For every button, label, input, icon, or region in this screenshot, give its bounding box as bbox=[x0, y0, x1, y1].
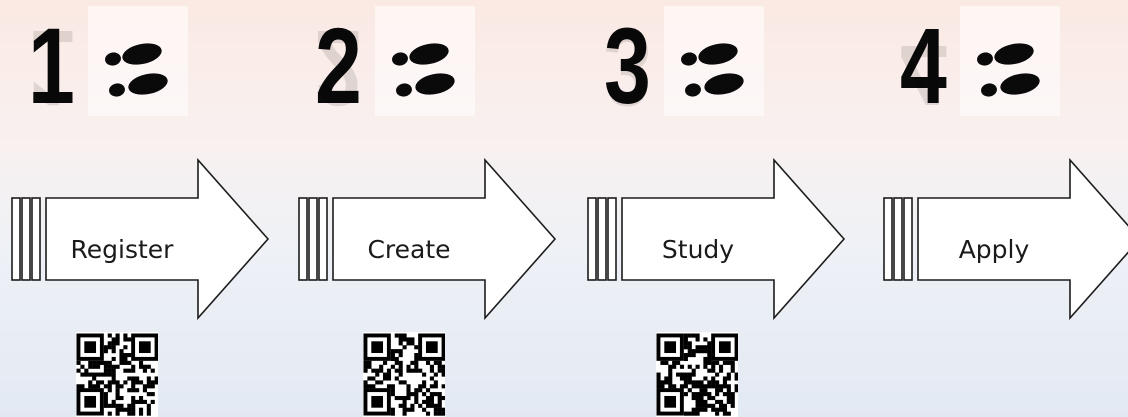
footprints-icon bbox=[392, 43, 455, 97]
qr-code-icon bbox=[76, 332, 158, 417]
arrow-right-icon bbox=[11, 157, 270, 321]
step-number: 4 bbox=[900, 5, 947, 126]
step-label: Register bbox=[70, 235, 174, 264]
step-number-reflection: 3 bbox=[604, 28, 651, 118]
footprints-icon bbox=[681, 43, 744, 97]
step-label: Study bbox=[661, 235, 735, 264]
footprints-icon bbox=[977, 43, 1040, 97]
arrow-right-icon bbox=[883, 157, 1128, 321]
qr-code-icon bbox=[656, 332, 738, 417]
qr-code-icon bbox=[363, 332, 445, 417]
arrow-right-icon bbox=[587, 157, 846, 321]
step-number: 1 bbox=[28, 5, 75, 126]
step-number-reflection: 2 bbox=[315, 28, 362, 118]
step-label: Create bbox=[367, 235, 451, 264]
arrow-right-icon bbox=[298, 157, 557, 321]
step-label: Apply bbox=[958, 235, 1030, 264]
step-number: 2 bbox=[315, 5, 362, 126]
footprints-icon bbox=[105, 43, 168, 97]
step-number-reflection: 4 bbox=[900, 28, 947, 118]
step-number-reflection: 1 bbox=[28, 28, 75, 118]
step-number: 3 bbox=[604, 5, 651, 126]
